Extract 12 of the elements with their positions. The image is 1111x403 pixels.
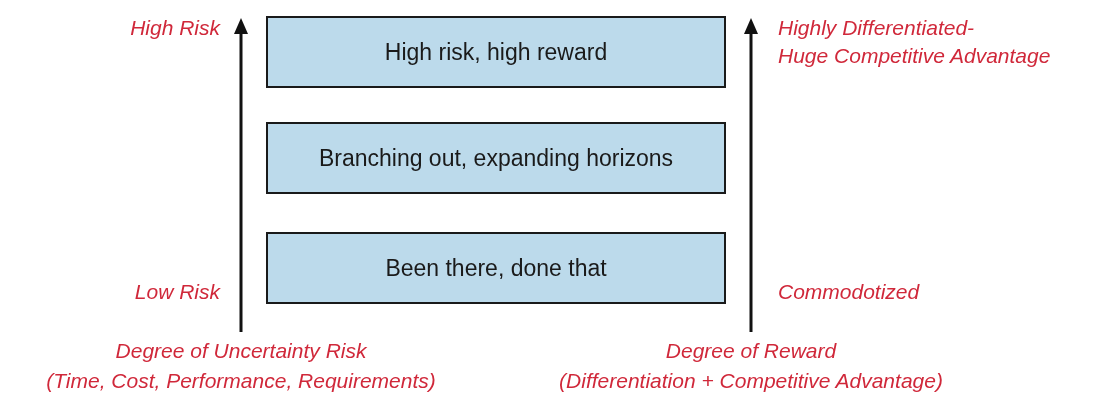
axis-label: Low Risk <box>134 279 220 305</box>
level-box: Been there, done that <box>266 232 726 304</box>
axis-label: Huge Competitive Advantage <box>778 43 1051 69</box>
axis-label: (Differentiation + Competitive Advantage) <box>558 368 944 394</box>
axis-label: Commodotized <box>778 279 920 305</box>
axis-label: High Risk <box>130 15 220 41</box>
axis-label: Degree of Uncertainty Risk <box>114 338 368 364</box>
level-box: High risk, high reward <box>266 16 726 88</box>
axis-label: (Time, Cost, Performance, Requirements) <box>45 368 437 394</box>
level-box: Branching out, expanding horizons <box>266 122 726 194</box>
axis-label: Degree of Reward <box>664 338 838 364</box>
axis-label: Highly Differentiated- <box>778 15 975 41</box>
